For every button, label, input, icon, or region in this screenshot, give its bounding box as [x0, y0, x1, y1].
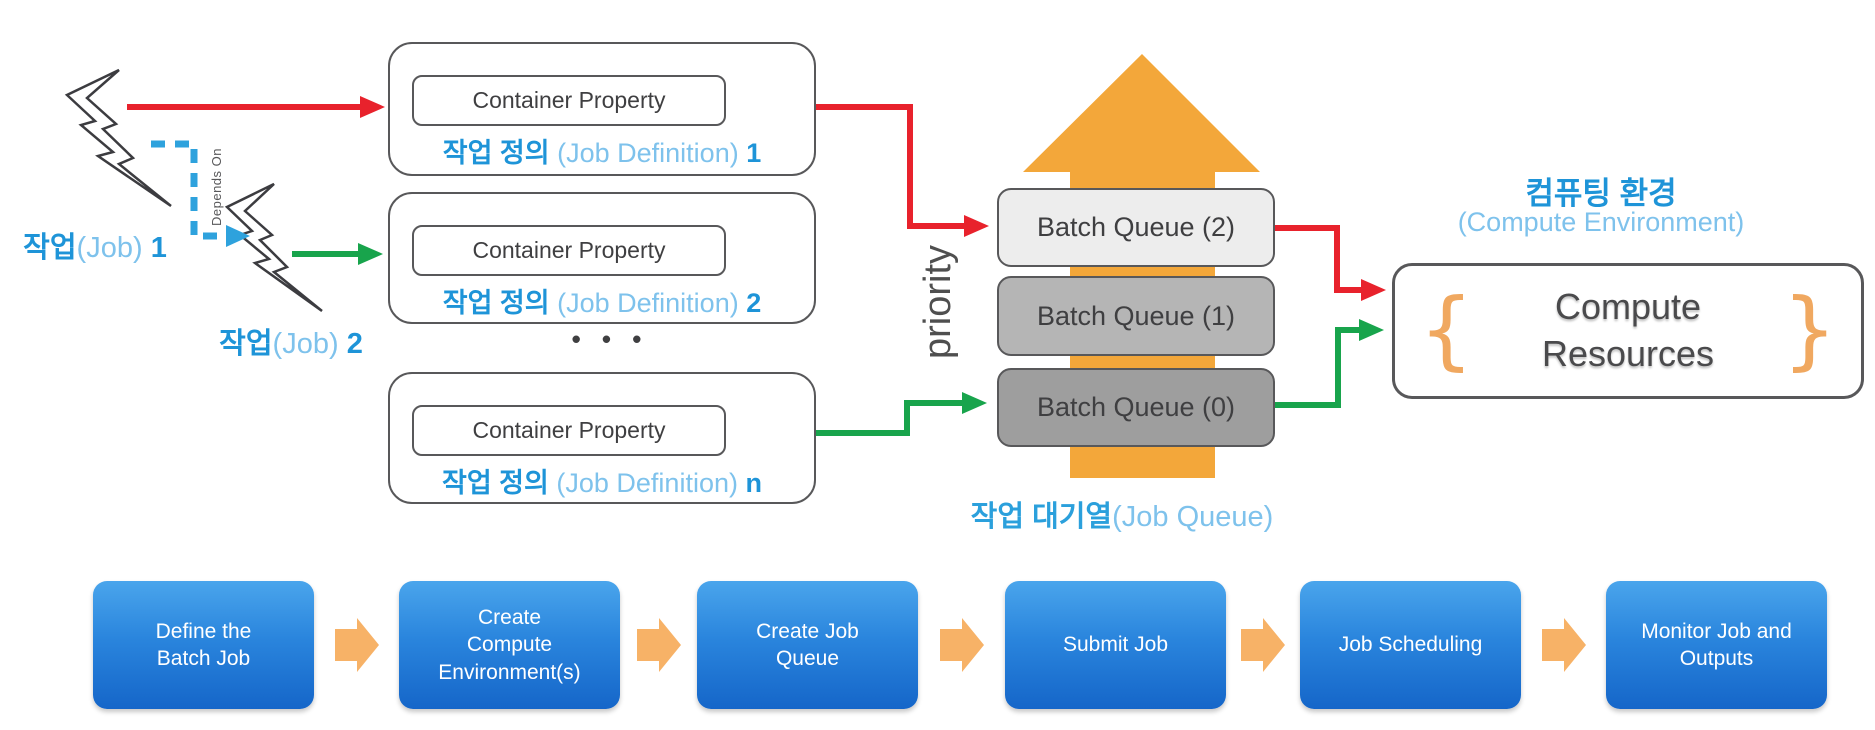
red-arrowhead-def1: [360, 96, 385, 118]
container-property-2-box: Container Property: [412, 225, 726, 276]
job1-ko: 작업: [23, 232, 77, 264]
green-arrowhead-queue0: [962, 392, 987, 414]
job1-num: 1: [150, 232, 167, 264]
flow-arrow-5-icon: [1542, 618, 1586, 672]
red-arrowhead-queue2: [964, 215, 989, 237]
flow-arrow-3-icon: [940, 618, 984, 672]
priority-label: priority: [917, 244, 959, 360]
depends-on-label: Depends On: [209, 148, 224, 226]
container-property-1-box: Container Property: [412, 75, 726, 126]
job2-num: 2: [346, 328, 363, 360]
compute-environment-title-ko: 컴퓨팅 환경: [1525, 176, 1677, 211]
green-arrowhead-compute: [1359, 319, 1384, 341]
container-property-n-box: Container Property: [412, 405, 726, 456]
job-definitions-ellipsis: • • •: [571, 324, 649, 354]
job2-ko: 작업: [219, 328, 273, 360]
batch-queue-1-label: Batch Queue (1): [1036, 300, 1236, 331]
green-connector-defn-to-queue0: [812, 400, 964, 436]
red-connector-queue2-to-compute: [1271, 225, 1363, 293]
job-definition-2-box: Container Property 작업 정의 (Job Definition…: [388, 192, 816, 324]
flow-arrow-2-icon: [637, 618, 681, 672]
compute-resources-box: { Compute Resources }: [1392, 263, 1864, 399]
flow-arrow-4-icon: [1241, 618, 1285, 672]
green-connector-queue0-to-compute: [1271, 327, 1361, 408]
container-property-2-label: Container Property: [472, 237, 666, 263]
flow-step-create-compute-environments: Create Compute Environment(s): [399, 581, 620, 709]
flow-step-create-job-queue: Create Job Queue: [697, 581, 918, 709]
job2-label: 작업(Job) 2: [196, 320, 386, 362]
compute-environment-title-en: (Compute Environment): [1457, 207, 1745, 237]
batch-queue-0-box: Batch Queue (0): [997, 368, 1275, 447]
depends-on-dashed-connector: [151, 140, 226, 240]
lightning-bolt-job2-icon: [224, 182, 323, 313]
container-property-1-label: Container Property: [472, 87, 666, 113]
depends-on-arrowhead: [226, 225, 250, 247]
job-queue-caption: 작업 대기열(Job Queue): [970, 501, 1274, 533]
job-definition-1-label: 작업 정의 (Job Definition) 1: [442, 138, 762, 168]
lightning-bolt-job1-icon: [64, 68, 172, 208]
close-brace-icon: }: [1782, 280, 1837, 380]
job-definition-2-label: 작업 정의 (Job Definition) 2: [442, 288, 762, 318]
batch-queue-0-label: Batch Queue (0): [1036, 392, 1236, 422]
container-property-n-label: Container Property: [472, 417, 666, 443]
flow-step-define-batch-job: Define the Batch Job: [93, 581, 314, 709]
job-definition-n-box: Container Property 작업 정의 (Job Definition…: [388, 372, 816, 504]
batch-queue-1-box: Batch Queue (1): [997, 276, 1275, 356]
red-arrowhead-compute: [1361, 279, 1386, 301]
flow-arrow-1-icon: [335, 618, 379, 672]
flow-step-submit-job: Submit Job: [1005, 581, 1226, 709]
flow-step-monitor-job-and-outputs: Monitor Job and Outputs: [1606, 581, 1827, 709]
job1-en: (Job): [76, 232, 143, 264]
batch-queue-2-box: Batch Queue (2): [997, 188, 1275, 267]
flow-step-job-scheduling: Job Scheduling: [1300, 581, 1521, 709]
job-definition-n-label: 작업 정의 (Job Definition) n: [442, 468, 762, 498]
job-definition-1-box: Container Property 작업 정의 (Job Definition…: [388, 42, 816, 176]
job1-label: 작업(Job) 1: [0, 224, 190, 266]
open-brace-icon: {: [1419, 280, 1474, 380]
compute-resources-label: Compute Resources: [1541, 286, 1715, 374]
batch-queue-2-label: Batch Queue (2): [1036, 212, 1236, 242]
red-connector-def1-to-queue2: [812, 104, 966, 229]
job2-en: (Job): [272, 328, 339, 360]
green-arrowhead-def2: [358, 243, 383, 265]
